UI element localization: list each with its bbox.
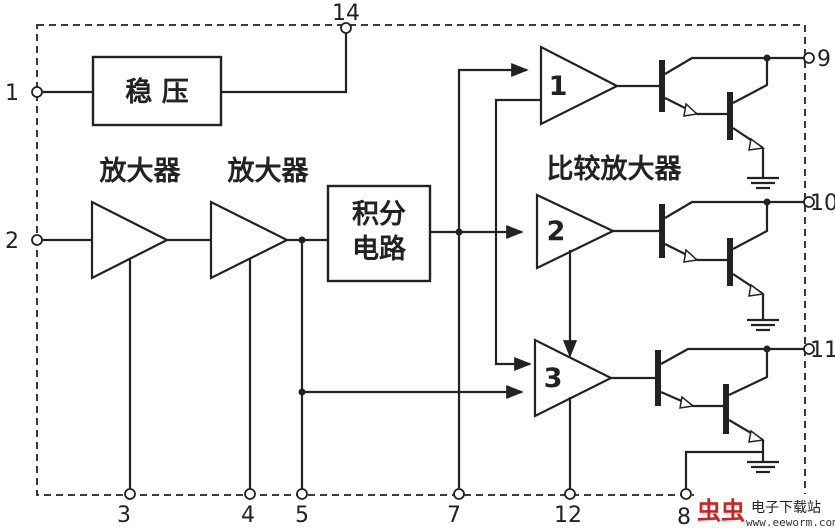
pin-1-label: 1 [5,81,19,106]
pin-1-terminal [31,86,43,98]
output-stage-1 [617,54,805,190]
watermark-url: www.eeworm.com [746,516,835,529]
comparator-1-number: 1 [549,71,568,102]
amplifier-chain: 放大器 放大器 [37,155,524,490]
comparator-2-triangle [535,193,616,270]
pin-11-terminal [803,343,815,355]
comparator-3-triangle [533,338,614,418]
regulator-label: 稳 压 [125,76,188,108]
pin-8-label: 8 [677,505,691,530]
pin-3-label: 3 [117,503,131,528]
comparator-amplifier-label: 比较放大器 [547,153,683,185]
comparator-3-number: 3 [544,363,563,394]
pin-14-label: 14 [332,1,360,26]
pin-labels: 1 2 14 9 10 11 3 4 5 7 12 8 [5,1,835,530]
pin-7-label: 7 [447,503,461,528]
pin-2-terminal [31,234,43,246]
pin-12-label: 12 [554,503,582,528]
pin-14-terminal [340,22,352,34]
pin-3-terminal [124,488,136,500]
integrator-label-1: 积分 [352,199,406,230]
pin-11-label: 11 [810,338,835,363]
amplifier-2-label: 放大器 [227,155,310,187]
pin-2-label: 2 [5,229,19,254]
watermark: 虫虫 电子下载站 www.eeworm.com [694,494,835,530]
comparator-section: 比较放大器 1 2 3 [494,45,683,490]
amplifier-1-label: 放大器 [99,155,182,187]
pin-10-label: 10 [810,191,835,216]
pin-8-terminal [680,488,692,500]
pin-9-label: 9 [817,47,831,72]
integrator-block: 积分 电路 [326,62,529,490]
pin-5-terminal [296,488,308,500]
comparator-2-number: 2 [547,216,566,247]
output-stage-3 [611,345,805,490]
pin-9-terminal [803,52,815,64]
pin-10-terminal [803,196,815,208]
watermark-name: 电子下载站 [751,500,821,516]
pins [31,22,815,500]
ic-boundary [36,24,806,496]
pin-7-terminal [453,488,465,500]
pin-4-label: 4 [241,503,255,528]
integrator-label-2: 电路 [352,233,407,265]
pin-4-terminal [244,488,256,500]
pin-5-label: 5 [295,503,309,528]
watermark-logo: 虫虫 [697,497,745,525]
comparator-1-triangle [539,45,620,126]
output-stage-2 [613,198,805,332]
pin-12-terminal [564,488,576,500]
regulator-block: 稳 压 [37,32,348,127]
